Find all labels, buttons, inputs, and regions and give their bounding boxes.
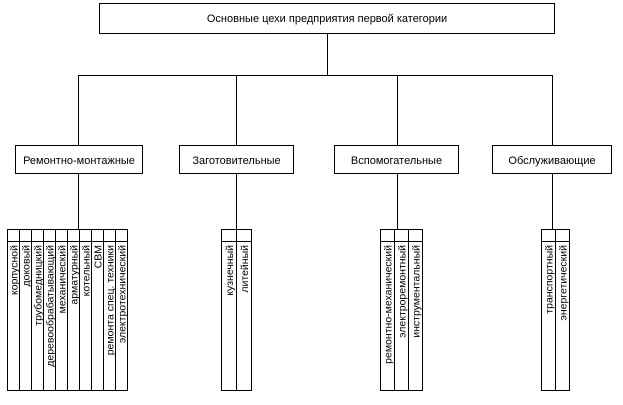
- category-label: Ремонтно-монтажные: [23, 155, 135, 167]
- shop-tab: [67, 229, 80, 242]
- shop-column: арматурный: [67, 229, 81, 391]
- shop-tab: [541, 229, 556, 242]
- shop-column: электротехнический: [115, 229, 129, 391]
- shop-tab: [380, 229, 395, 242]
- shop-column: доковый: [19, 229, 33, 391]
- category-label: Обслуживающие: [508, 155, 595, 167]
- shop-label: доковый: [21, 245, 33, 287]
- shop-tab: [19, 229, 32, 242]
- shop-label: трубомедницкий: [33, 245, 45, 326]
- shop-tab: [43, 229, 56, 242]
- root-box: [99, 3, 555, 34]
- shop-tab: [394, 229, 409, 242]
- shop-tab: [103, 229, 116, 242]
- shop-column: ремонтно-механический: [380, 229, 395, 391]
- shop-column: корпусной: [7, 229, 21, 391]
- shop-label: котельный: [81, 245, 93, 296]
- shop-tab: [221, 229, 237, 242]
- category-box: [179, 145, 294, 174]
- shop-label: электротехнический: [117, 245, 129, 343]
- shop-label: СВМ: [93, 245, 105, 268]
- shop-tab: [115, 229, 128, 242]
- shop-tab: [55, 229, 68, 242]
- shop-label: транспортный: [544, 245, 556, 314]
- shop-column: ремонта спец. техники: [103, 229, 117, 391]
- shop-label: деревообрабатывающий: [45, 245, 57, 367]
- shop-tab: [79, 229, 92, 242]
- shop-label: литейный: [239, 245, 251, 293]
- shop-column: литейный: [236, 229, 252, 391]
- shop-column: трубомедницкий: [31, 229, 45, 391]
- shop-label: кузнечный: [224, 245, 236, 296]
- shop-column: кузнечный: [221, 229, 237, 391]
- category-box: [492, 145, 612, 174]
- shop-box: [555, 241, 570, 391]
- shop-tab: [91, 229, 104, 242]
- category-box: [15, 145, 143, 174]
- shop-box: [115, 241, 128, 391]
- category-label: Заготовительные: [192, 155, 280, 167]
- shop-column: электроремонтный: [394, 229, 409, 391]
- shop-box: [408, 241, 423, 391]
- shop-label: арматурный: [69, 245, 81, 305]
- shop-column: транспортный: [541, 229, 556, 391]
- shop-tab: [408, 229, 423, 242]
- shop-column: котельный: [79, 229, 93, 391]
- shop-label: энергетический: [558, 245, 570, 321]
- shop-column: энергетический: [555, 229, 570, 391]
- shop-tab: [555, 229, 570, 242]
- shop-column: механический: [55, 229, 69, 391]
- root-label: Основные цехи предприятия первой категор…: [207, 13, 447, 25]
- shop-tab: [7, 229, 20, 242]
- shop-tab: [236, 229, 252, 242]
- shop-box: [236, 241, 252, 391]
- shop-column: СВМ: [91, 229, 105, 391]
- shop-label: электроремонтный: [397, 245, 409, 338]
- category-box: [334, 145, 459, 174]
- category-label: Вспомогательные: [351, 155, 442, 167]
- shop-tab: [31, 229, 44, 242]
- shop-label: инструментальный: [411, 245, 423, 338]
- shop-column: деревообрабатывающий: [43, 229, 57, 391]
- shop-column: инструментальный: [408, 229, 423, 391]
- shop-label: механический: [57, 245, 69, 313]
- shop-label: корпусной: [9, 245, 21, 295]
- shop-label: ремонтно-механический: [383, 245, 395, 364]
- shop-label: ремонта спец. техники: [105, 245, 117, 355]
